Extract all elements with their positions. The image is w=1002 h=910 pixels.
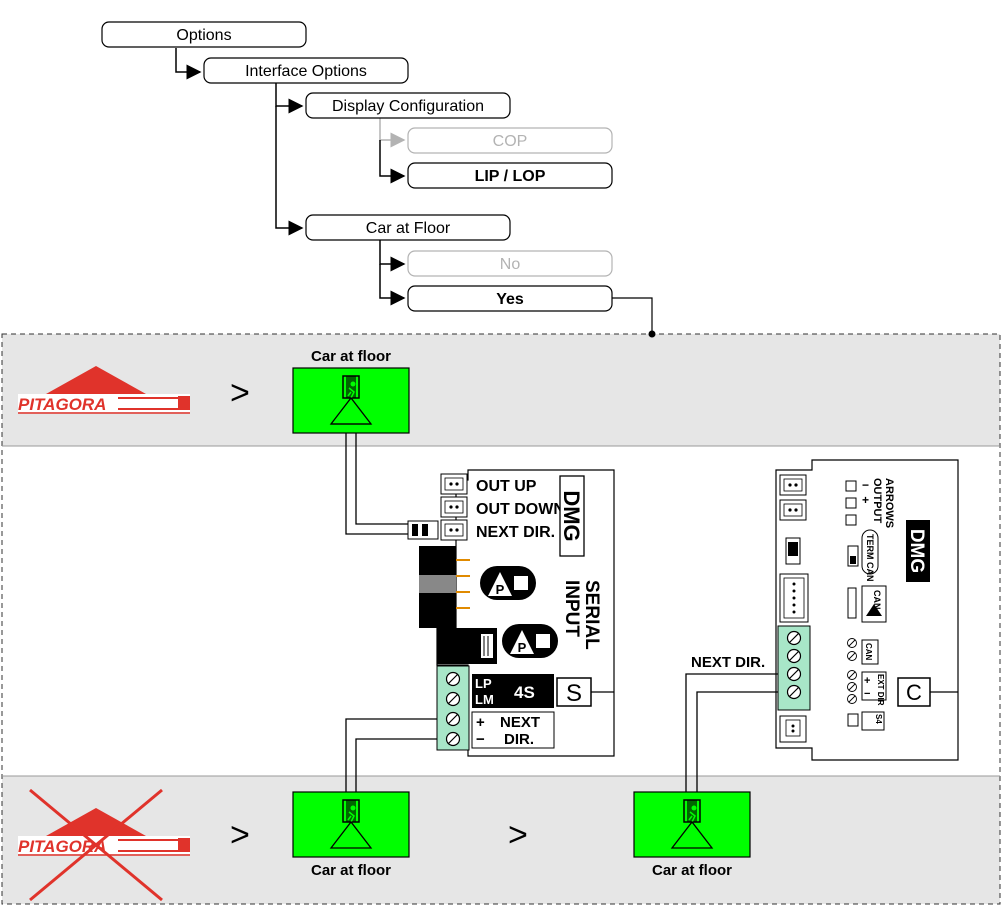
car-at-floor-label-bottom-left: Car at floor [311, 862, 391, 879]
ext-dir-label: EXT DIR [876, 674, 885, 706]
can-box: CAN [861, 585, 887, 623]
s-label: S [566, 680, 582, 707]
term-can-label: TERM CAN [865, 534, 875, 582]
chevron-right-icon: > [230, 816, 250, 854]
pitagora-logo-top: PITAGORA [18, 366, 190, 414]
can-l-h-box: CAN [861, 639, 879, 665]
next-label: NEXT [500, 714, 540, 731]
s4-label: S4 [874, 714, 883, 724]
out-down-label: OUT DOWN [476, 501, 565, 518]
svg-text:+: + [864, 675, 870, 687]
svg-text:P: P [496, 582, 505, 597]
pitagora-round-icon: P [502, 624, 558, 658]
svg-text:P: P [518, 640, 527, 655]
menu-cop-label: COP [493, 133, 528, 150]
car-at-floor-label-top: Car at floor [311, 348, 391, 365]
next-dir-board-label: NEXT DIR. [476, 524, 555, 541]
dir-label: DIR. [504, 731, 534, 748]
car-at-floor-indicator-bottom-right [633, 791, 751, 858]
menu-yes-label: Yes [496, 291, 524, 308]
arrows-label: ARROWS [883, 478, 895, 528]
arrows-output-pins: + − [845, 478, 869, 526]
menu-item-cop[interactable]: COP [407, 127, 613, 154]
pitagora-text-bottom: PITAGORA [18, 837, 106, 856]
menu-lip-lop-label: LIP / LOP [475, 168, 546, 185]
menu-display-configuration-label: Display Configuration [332, 98, 484, 115]
lm-label: LM [475, 692, 494, 707]
cross-icon [29, 788, 163, 902]
pitagora-logo-bottom: PITAGORA [18, 808, 190, 856]
four-s-label: 4S [514, 683, 535, 702]
menu-item-options[interactable]: Options [101, 21, 307, 48]
car-at-floor-indicator-top [292, 367, 410, 434]
menu-item-lip-lop[interactable]: LIP / LOP [407, 162, 613, 189]
can-label: CAN [872, 590, 882, 610]
chevron-right-icon: > [230, 374, 250, 412]
svg-text:DMG: DMG [906, 529, 927, 573]
menu-tree [175, 48, 656, 338]
s4-box: S4 [861, 711, 885, 731]
pitagora-text-top: PITAGORA [18, 395, 106, 414]
car-at-floor-indicator-bottom-left [292, 791, 410, 858]
plus-label: + [476, 714, 485, 731]
menu-car-at-floor-label: Car at Floor [366, 220, 451, 237]
menu-item-display-configuration[interactable]: Display Configuration [305, 92, 511, 119]
input-label: INPUT [561, 580, 582, 637]
dashed-frame [1, 333, 1001, 905]
svg-text:−: − [862, 478, 869, 492]
menu-item-car-at-floor[interactable]: Car at Floor [305, 214, 511, 241]
person-lift-icon [329, 799, 373, 849]
out-up-label: OUT UP [476, 478, 537, 495]
board-right: ARROWS OUTPUT + − DMG TERM CAN CAN [775, 459, 959, 761]
chevron-right-icon: > [508, 816, 528, 854]
can-l-h-label: CAN [864, 643, 873, 661]
pitagora-round-icon: P [480, 566, 536, 600]
c-label: C [906, 680, 922, 705]
menu-options-label: Options [176, 27, 231, 44]
menu-item-no[interactable]: No [407, 250, 613, 277]
lp-label: LP [475, 676, 492, 691]
dmg-logo-right: DMG [906, 520, 930, 582]
output-label: OUTPUT [871, 478, 883, 524]
person-lift-icon [329, 375, 373, 425]
next-dir-label: NEXT DIR. [691, 654, 765, 671]
svg-text:+: + [862, 493, 869, 507]
dmg-logo-left: DMG [559, 475, 585, 557]
car-at-floor-label-bottom-right: Car at floor [652, 862, 732, 879]
menu-interface-options-label: Interface Options [245, 63, 367, 80]
menu-item-yes[interactable]: Yes [407, 285, 613, 312]
menu-no-label: No [500, 256, 521, 273]
top-band [2, 334, 1000, 446]
ext-dir-box: EXT DIR + − [861, 671, 887, 706]
menu-item-interface-options[interactable]: Interface Options [203, 57, 409, 84]
svg-text:DMG: DMG [559, 490, 584, 541]
term-can-box: TERM CAN [861, 529, 879, 582]
svg-text:−: − [864, 688, 870, 700]
minus-label: − [476, 731, 485, 748]
serial-label: SERIAL [581, 580, 602, 650]
board-left: OUT UP OUT DOWN NEXT DIR. DMG SERIAL INP… [407, 469, 615, 757]
person-lift-icon [670, 799, 714, 849]
